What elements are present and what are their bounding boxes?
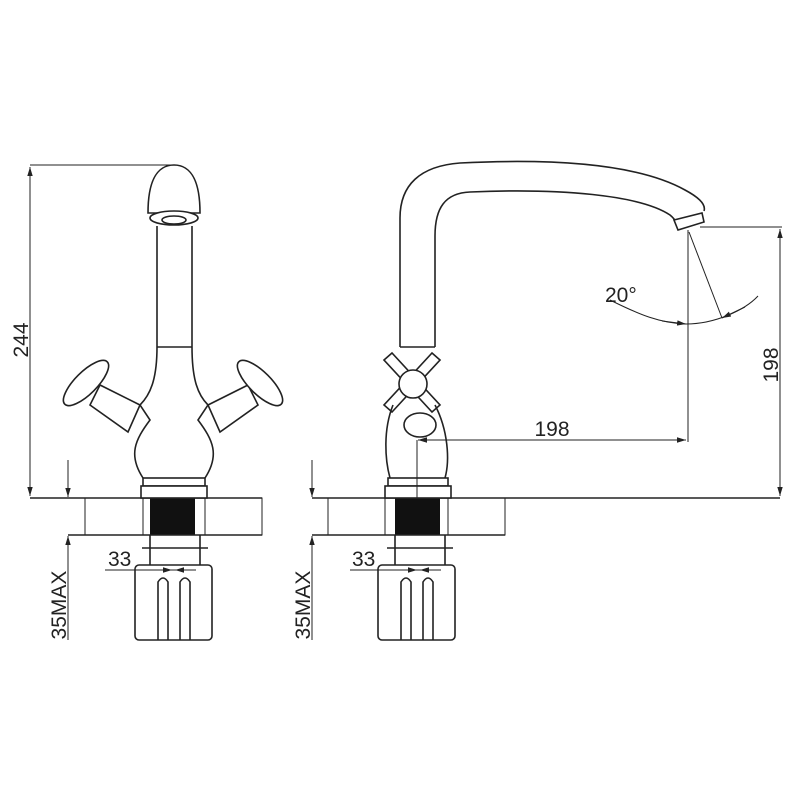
- spout-nozzle: [672, 212, 705, 231]
- counter-thickness-label: 35MAX: [48, 571, 71, 640]
- body: [134, 346, 214, 479]
- counter-thickness-label: 35MAX: [292, 571, 315, 640]
- spout-head: [147, 164, 201, 214]
- reach-label: 198: [534, 418, 569, 441]
- height-dimension-label: 244: [10, 322, 33, 357]
- swivel-spout: [399, 160, 706, 347]
- right-handle: [236, 359, 284, 407]
- angle-label: 20°: [605, 284, 637, 307]
- cross-handle: [382, 351, 442, 414]
- stem: [156, 226, 193, 348]
- thread-diameter-label: 33: [108, 548, 131, 571]
- thread-diameter-label: 33: [352, 548, 375, 571]
- mounting-nut: [134, 564, 213, 641]
- front-view: 244 35MAX 33: [10, 164, 284, 641]
- side-view: 198 198 20° 35MAX 33: [292, 160, 783, 641]
- countertop-section: [30, 497, 263, 536]
- left-handle: [62, 359, 110, 407]
- spout-height-label: 198: [760, 347, 783, 382]
- countertop-section: [312, 497, 780, 536]
- mounting-nut: [377, 564, 456, 641]
